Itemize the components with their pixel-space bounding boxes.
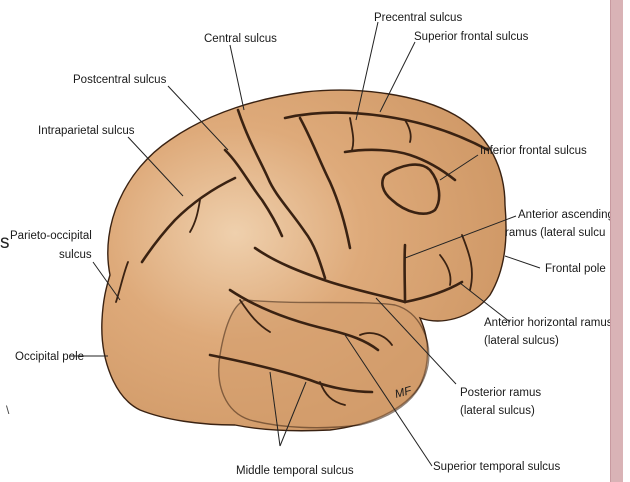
label-postcentral-sulcus: Postcentral sulcus	[73, 74, 167, 86]
label-posterior-ramus-2: (lateral sulcus)	[460, 405, 535, 417]
label-middle-temporal-sulcus: Middle temporal sulcus	[236, 465, 354, 477]
label-occipital-pole: Occipital pole	[15, 351, 84, 363]
label-anterior-horizontal-1: Anterior horizontal ramus	[484, 317, 613, 329]
label-frontal-pole: Frontal pole	[545, 263, 606, 275]
side-border-stripe	[610, 0, 623, 482]
label-parieto-occipital-2: sulcus	[59, 249, 92, 261]
cropped-mark: \	[6, 404, 9, 416]
label-superior-temporal-sulcus: Superior temporal sulcus	[433, 461, 560, 473]
label-posterior-ramus-1: Posterior ramus	[460, 387, 541, 399]
label-anterior-ascending-2: ramus (lateral sulcu	[505, 227, 605, 239]
label-intraparietal-sulcus: Intraparietal sulcus	[38, 125, 135, 137]
label-inferior-frontal-sulcus: Inferior frontal sulcus	[480, 145, 587, 157]
label-anterior-horizontal-2: (lateral sulcus)	[484, 335, 559, 347]
label-superior-frontal-sulcus: Superior frontal sulcus	[414, 31, 529, 43]
label-anterior-ascending-1: Anterior ascending	[518, 209, 614, 221]
cropped-text-fragment: s	[0, 233, 10, 252]
label-precentral-sulcus: Precentral sulcus	[374, 12, 462, 24]
label-central-sulcus: Central sulcus	[204, 33, 277, 45]
label-parieto-occipital-1: Parieto-occipital	[10, 230, 92, 242]
